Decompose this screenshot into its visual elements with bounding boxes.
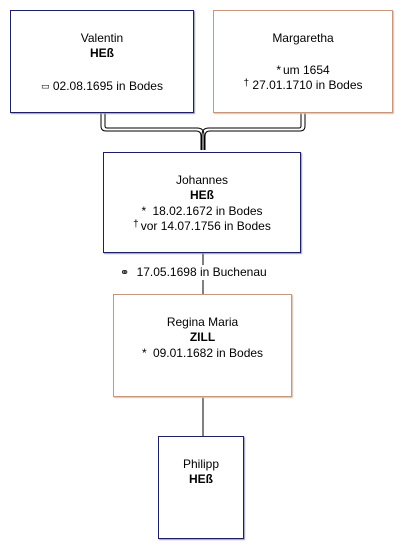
given-name: Valentin (80, 31, 124, 45)
marriage-text: 17.05.1698 in Buchenau (136, 265, 267, 279)
marriage-line: ⚭ 17.05.1698 in Buchenau (120, 265, 267, 279)
birth-line: *um 1654 (214, 63, 392, 77)
death-text: vor 14.07.1756 in Bodes (140, 219, 271, 233)
birth-line: * 18.02.1672 in Bodes (104, 204, 300, 218)
event-text: 02.08.1695 in Bodes (52, 79, 163, 93)
given-name: Philipp (182, 457, 220, 471)
given-name: Johannes (175, 173, 229, 187)
surname: HEß (190, 188, 214, 202)
person-box-regina[interactable]: Regina Maria ZILL * 09.01.1682 in Bodes (113, 294, 292, 397)
birth-text: um 1654 (282, 63, 330, 77)
surname: HEß (189, 472, 213, 486)
birth-text: 09.01.1682 in Bodes (152, 346, 264, 360)
person-box-johannes[interactable]: Johannes HEß * 18.02.1672 in Bodes †vor … (103, 152, 301, 253)
marriage-rings-icon: ⚭ (120, 267, 130, 279)
connector-margaretha (204, 113, 306, 150)
death-text: 27.01.1710 in Bodes (252, 78, 363, 92)
birth-line: * 09.01.1682 in Bodes (114, 346, 291, 360)
death-line: †vor 14.07.1756 in Bodes (104, 219, 300, 233)
person-box-philipp[interactable]: Philipp HEß (158, 436, 244, 539)
surname: HEß (90, 46, 114, 60)
event-symbol-icon: ▭ (41, 81, 50, 91)
death-cross-icon: † (243, 78, 250, 89)
person-box-valentin[interactable]: Valentin HEß ▭ 02.08.1695 in Bodes (10, 10, 194, 113)
event-line: ▭ 02.08.1695 in Bodes (11, 79, 193, 93)
birth-star-icon: * (276, 63, 281, 77)
death-line: † 27.01.1710 in Bodes (214, 78, 392, 92)
death-cross-icon: † (133, 219, 139, 230)
surname: ZILL (189, 330, 216, 344)
birth-star-icon: * (141, 204, 147, 218)
person-box-margaretha[interactable]: Margaretha *um 1654 † 27.01.1710 in Bode… (213, 10, 393, 113)
given-name: Margaretha (272, 31, 334, 45)
connector-valentin (100, 113, 202, 150)
birth-text: 18.02.1672 in Bodes (152, 204, 263, 218)
connector-valentin-inner (104, 113, 205, 150)
given-name: Regina Maria (166, 315, 239, 329)
connector-margaretha-inner (201, 113, 302, 150)
birth-star-icon: * (141, 346, 147, 360)
